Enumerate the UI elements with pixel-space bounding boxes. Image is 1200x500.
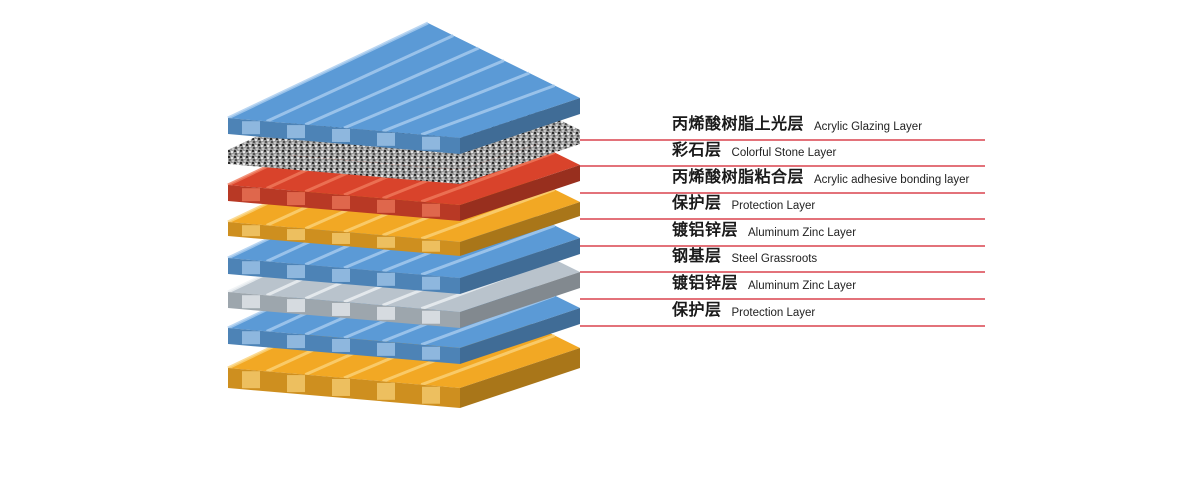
layer-name-en: Acrylic Glazing Layer — [814, 121, 923, 133]
layer-label: 丙烯酸树脂上光层 Acrylic Glazing Layer — [672, 114, 990, 140]
layer-name-zh: 丙烯酸树脂粘合层 — [672, 167, 805, 186]
layer-name-zh: 镀铝锌层 — [672, 273, 739, 292]
layer-name-en: Acrylic adhesive bonding layer — [814, 174, 970, 186]
layer-name-zh: 镀铝锌层 — [672, 220, 739, 239]
layer-name-en: Colorful Stone Layer — [731, 147, 837, 159]
layer-name-zh: 钢基层 — [672, 246, 722, 265]
layer-name-en: Aluminum Zinc Layer — [748, 227, 857, 239]
layer-label: 保护层 Protection Layer — [672, 300, 990, 326]
layer-label: 彩石层 Colorful Stone Layer — [672, 140, 990, 166]
layer-label: 钢基层 Steel Grassroots — [672, 246, 990, 272]
layer-name-en: Protection Layer — [731, 307, 816, 319]
layer-name-en: Protection Layer — [731, 200, 816, 212]
layer-name-en: Steel Grassroots — [731, 253, 818, 265]
layer-label: 丙烯酸树脂粘合层 Acrylic adhesive bonding layer — [672, 167, 990, 193]
layer-sheet — [227, 21, 580, 154]
layer-label: 镀铝锌层 Aluminum Zinc Layer — [672, 273, 990, 299]
layer-label: 保护层 Protection Layer — [672, 193, 990, 219]
layer-name-zh: 丙烯酸树脂上光层 — [672, 114, 805, 133]
layer-name-zh: 彩石层 — [672, 140, 722, 159]
layer-name-zh: 保护层 — [672, 300, 722, 319]
layer-name-zh: 保护层 — [672, 193, 722, 212]
layer-label: 镀铝锌层 Aluminum Zinc Layer — [672, 220, 990, 246]
layer-name-en: Aluminum Zinc Layer — [748, 280, 857, 292]
